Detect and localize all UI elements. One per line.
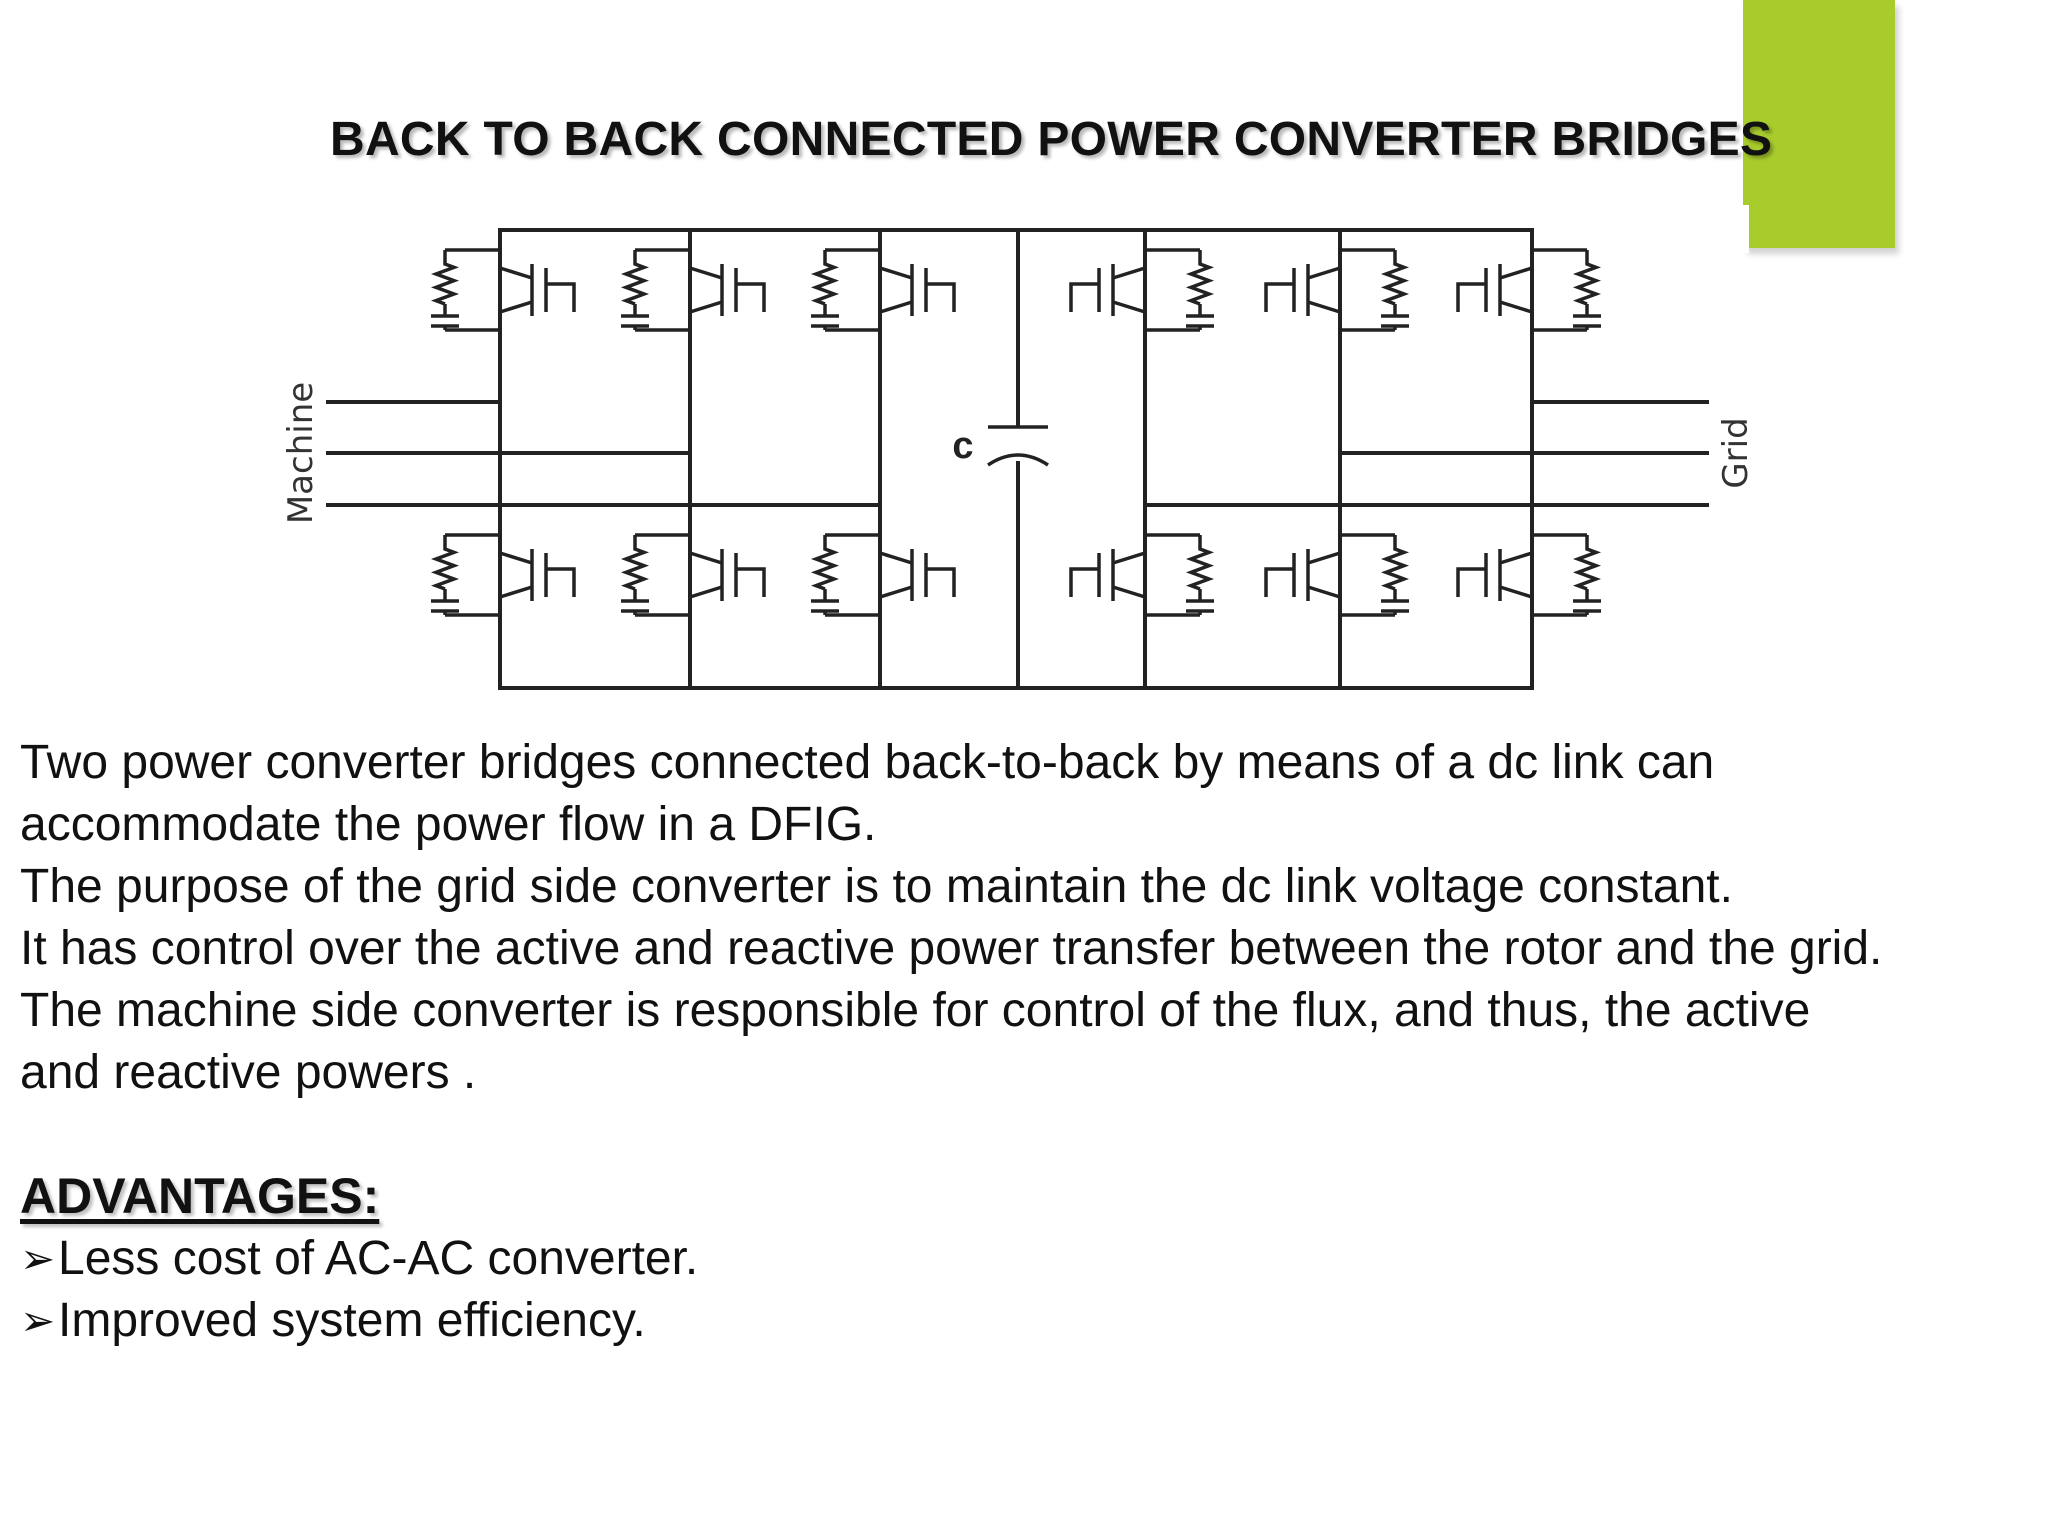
body-paragraph: The purpose of the grid side converter i…	[20, 860, 1733, 913]
igbt-gate-lead	[1069, 282, 1099, 312]
capacitor-label: c	[952, 425, 973, 467]
resistor	[1572, 250, 1602, 306]
resistor	[620, 250, 650, 306]
advantages-list: ➢ Less cost of AC-AC converter. ➢ Improv…	[20, 1228, 1520, 1352]
igbt-gate-lead	[736, 567, 766, 597]
igbt-collector	[879, 266, 913, 280]
machine-label: Machine	[281, 382, 321, 524]
igbt-module	[1456, 248, 1602, 332]
igbt-module	[1264, 533, 1410, 617]
igbt-collector	[1112, 266, 1146, 280]
igbt-gate-lead	[1456, 282, 1486, 312]
igbt-gate-lead	[926, 567, 956, 597]
igbt-module	[1456, 533, 1602, 617]
igbt-emitter	[1307, 300, 1341, 314]
igbt-collector	[1307, 266, 1341, 280]
igbt-collector	[879, 551, 913, 565]
igbt-module	[1069, 248, 1215, 332]
igbt-collector	[499, 551, 533, 565]
igbt-collector	[689, 551, 723, 565]
advantages-section: ADVANTAGES: ➢ Less cost of AC-AC convert…	[20, 1164, 1520, 1352]
igbt-emitter	[1112, 585, 1146, 599]
igbt-collector	[1112, 551, 1146, 565]
grid-label: Grid	[1716, 417, 1756, 488]
body-text: Two power converter bridges connected ba…	[20, 732, 2030, 1104]
body-paragraph: Two power converter bridges connected ba…	[20, 736, 1715, 789]
igbt-module	[620, 533, 766, 617]
igbt-module	[620, 248, 766, 332]
advantage-text: Less cost of AC-AC converter.	[58, 1232, 699, 1285]
igbt-collector	[689, 266, 723, 280]
advantage-text: Improved system efficiency.	[58, 1294, 646, 1347]
resistor	[1185, 250, 1215, 306]
resistor	[810, 250, 840, 306]
igbt-module	[430, 533, 576, 617]
igbt-emitter	[689, 300, 723, 314]
capacitor-plate	[987, 453, 1049, 467]
resistor	[430, 535, 460, 591]
slide-title: BACK TO BACK CONNECTED POWER CONVERTER B…	[330, 113, 1773, 166]
arrowhead-bullet-icon: ➢	[20, 1235, 56, 1282]
igbt-emitter	[879, 300, 913, 314]
igbt-gate-lead	[1456, 567, 1486, 597]
igbt-emitter	[1499, 300, 1533, 314]
igbt-gate-lead	[546, 567, 576, 597]
igbt-gate-lead	[926, 282, 956, 312]
accent-notch	[1729, 205, 1749, 253]
igbt-gate-lead	[1069, 567, 1099, 597]
advantage-item: ➢ Less cost of AC-AC converter.	[20, 1228, 1520, 1290]
advantage-item: ➢ Improved system efficiency.	[20, 1290, 1520, 1352]
igbt-emitter	[1307, 585, 1341, 599]
body-paragraph: It has control over the active and react…	[20, 922, 1883, 975]
igbt-emitter	[1112, 300, 1146, 314]
igbt-emitter	[689, 585, 723, 599]
body-paragraph: accommodate the power flow in a DFIG.	[20, 798, 877, 851]
resistor	[430, 250, 460, 306]
igbt-collector	[499, 266, 533, 280]
resistor	[1185, 535, 1215, 591]
igbt-gate-lead	[736, 282, 766, 312]
igbt-collector	[1499, 551, 1533, 565]
resistor	[1380, 535, 1410, 591]
arrowhead-bullet-icon: ➢	[20, 1297, 56, 1344]
igbt-emitter	[1499, 585, 1533, 599]
body-paragraph: and reactive powers .	[20, 1046, 477, 1099]
igbt-gate-lead	[1264, 282, 1294, 312]
resistor	[810, 535, 840, 591]
resistor	[1572, 535, 1602, 591]
igbt-collector	[1307, 551, 1341, 565]
igbt-module	[1069, 533, 1215, 617]
igbt-module	[810, 533, 956, 617]
accent-bar	[1743, 0, 1895, 248]
circuit-svg: Machine Grid c	[281, 228, 1756, 690]
igbt-module	[430, 248, 576, 332]
igbt-module	[1264, 248, 1410, 332]
advantages-heading: ADVANTAGES:	[20, 1168, 380, 1224]
body-paragraph: The machine side converter is responsibl…	[20, 984, 1811, 1037]
resistor	[1380, 250, 1410, 306]
igbt-emitter	[879, 585, 913, 599]
igbt-module	[810, 248, 956, 332]
resistor	[620, 535, 650, 591]
igbt-emitter	[499, 585, 533, 599]
igbt-gate-lead	[1264, 567, 1294, 597]
igbt-emitter	[499, 300, 533, 314]
igbt-collector	[1499, 266, 1533, 280]
converter-circuit-diagram: Machine Grid c	[260, 215, 1760, 705]
igbt-gate-lead	[546, 282, 576, 312]
